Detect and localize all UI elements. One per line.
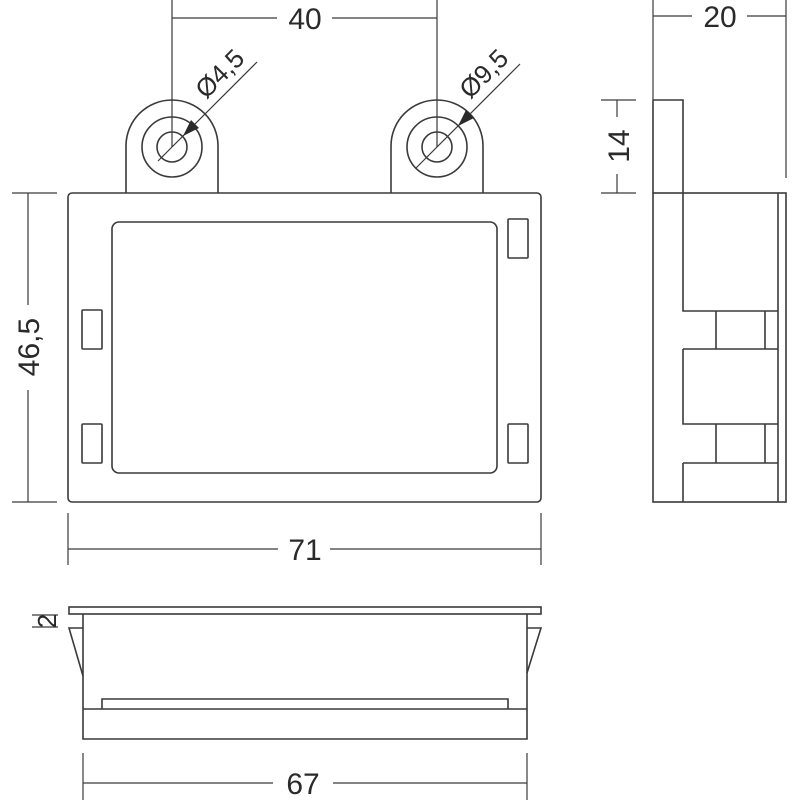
side-body [652, 192, 787, 503]
right-latch [526, 627, 543, 674]
dimension-bottom-width: 67 [82, 753, 528, 800]
inner-plate [101, 698, 509, 709]
slot-left-lower [81, 423, 103, 464]
dimension-width: 71 [67, 513, 542, 567]
bottom-body [82, 614, 528, 740]
hole-diameter-label: Ø4,5 [189, 43, 250, 104]
flange-label: 2 [32, 614, 62, 628]
side-tab [653, 99, 684, 193]
hole-spacing-label: 40 [288, 3, 321, 36]
bottom-view: 2 67 [32, 606, 543, 800]
side-view: 20 14 [601, 0, 787, 503]
side-inner-profile [682, 193, 778, 502]
width-label: 71 [288, 534, 321, 567]
front-view: 40 Ø4,5 Ø9,5 46,5 71 [12, 0, 542, 567]
dimension-boss-diameter: Ø9,5 [415, 43, 521, 169]
slot-right-upper [507, 218, 529, 259]
dimension-depth: 20 [652, 0, 787, 178]
bottom-width-label: 67 [286, 768, 319, 800]
dimension-height: 46,5 [12, 192, 57, 503]
left-latch [67, 627, 84, 677]
dimension-flange: 2 [32, 614, 62, 628]
dimension-tab-height: 14 [601, 99, 636, 194]
outer-frame [67, 192, 542, 503]
tab-height-label: 14 [603, 129, 636, 162]
depth-label: 20 [703, 1, 736, 34]
dimension-hole-diameter: Ø4,5 [157, 43, 258, 162]
top-flange [68, 606, 542, 615]
height-label: 46,5 [13, 318, 46, 376]
slot-right-lower [507, 423, 529, 464]
slot-left-upper [81, 309, 103, 350]
display-window [111, 221, 498, 474]
boss-diameter-label: Ø9,5 [453, 43, 514, 104]
dimension-hole-spacing: 40 [171, 0, 438, 147]
